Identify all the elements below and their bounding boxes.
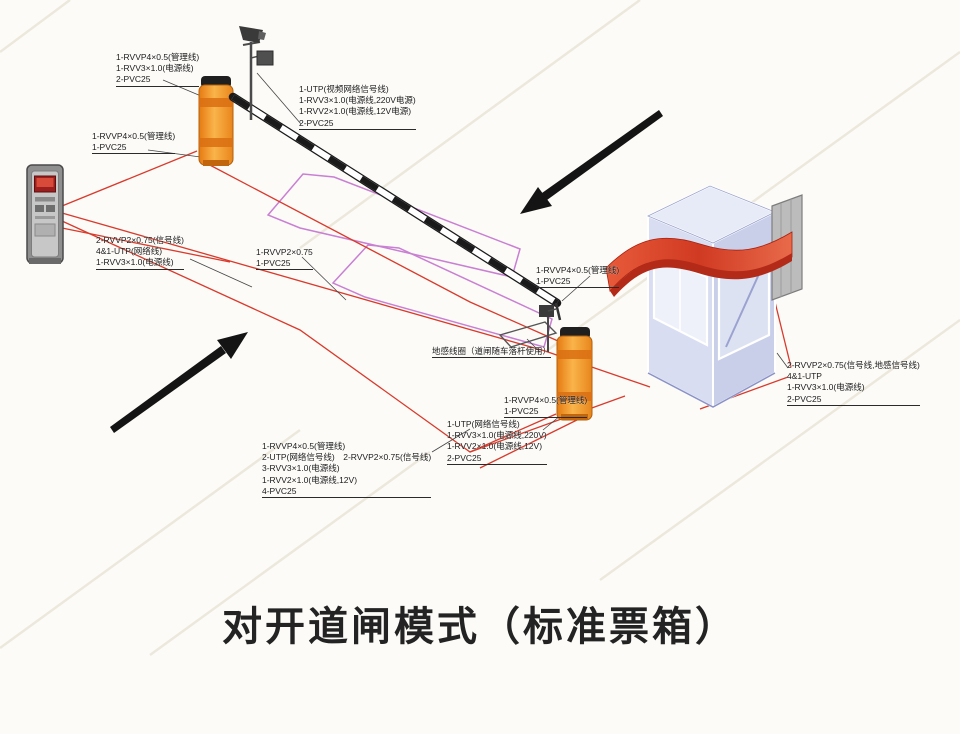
- barrier-gate-left: [198, 76, 234, 166]
- cctv-camera: [239, 26, 274, 120]
- vehicle-detector: [539, 305, 557, 352]
- road-markings: [0, 0, 960, 657]
- ticket-dispenser: [26, 164, 64, 264]
- diagram-title: 对开道闸模式（标准票箱）: [222, 605, 738, 649]
- camera-head-icon: [239, 26, 263, 43]
- arrow-inbound: [520, 110, 663, 214]
- traffic-islands: [266, 173, 553, 348]
- direction-arrows: [110, 110, 663, 433]
- dispenser-button: [35, 205, 44, 212]
- arrow-outbound: [110, 332, 248, 433]
- leader-lines: [147, 72, 789, 453]
- camera-junction-box: [256, 50, 274, 66]
- dispenser-button: [46, 205, 55, 212]
- guard-booth: [645, 184, 778, 409]
- booth-ribbon: [605, 231, 793, 297]
- ticket-slot: [35, 197, 55, 202]
- ground-loop: [498, 321, 558, 348]
- barrier-gate-right: [556, 327, 593, 421]
- wiring-lines: [61, 150, 792, 469]
- barrier-arm: [228, 92, 562, 321]
